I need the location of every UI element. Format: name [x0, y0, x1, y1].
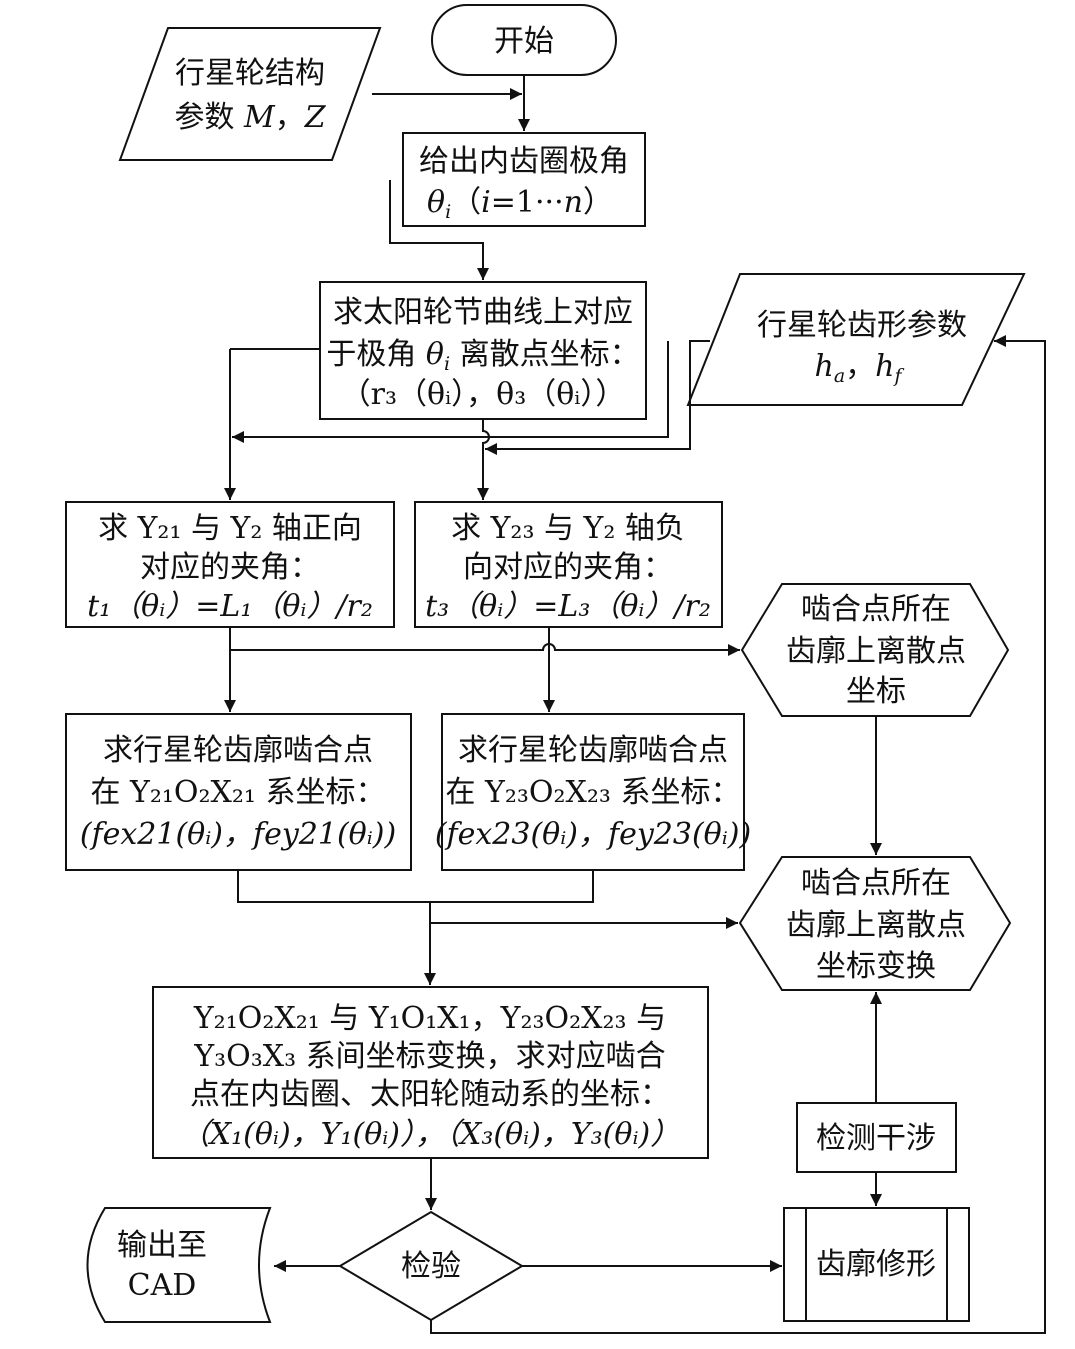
svg-text:θi（i=1···n）: θi（i=1···n） — [427, 185, 613, 223]
svg-text:坐标变换: 坐标变换 — [816, 949, 936, 984]
angle-y23-node: 求 Y₂₃ 与 Y₂ 轴负 向对应的夹角： t₃（θᵢ）=L₃（θᵢ）/r₂ — [414, 501, 723, 628]
mesh-y23-node: 求行星轮齿廓啮合点 在 Y₂₃O₂X₂₃ 系坐标： (fex23(θᵢ)，fey… — [435, 713, 751, 871]
mesh-point-coords-node: 啮合点所在 齿廓上离散点 坐标 — [740, 583, 1010, 717]
svg-text:(fex21(θᵢ)，fey21(θᵢ)): (fex21(θᵢ)，fey21(θᵢ)) — [80, 817, 396, 852]
coordinate-transform-node: Y₂₁O₂X₂₁ 与 Y₁O₁X₁，Y₂₃O₂X₂₃ 与 Y₃O₃X₃ 系间坐标… — [152, 986, 709, 1159]
svg-text:CAD: CAD — [128, 1268, 197, 1303]
ring-polar-angle-node: 给出内齿圈极角 θi（i=1···n） — [402, 132, 646, 227]
arrow-tooth-params-to-angle21 — [232, 341, 669, 443]
planet-tooth-params-node: 行星轮齿形参数 ha，hf — [686, 273, 1026, 406]
svg-text:对应的夹角：: 对应的夹角： — [140, 550, 320, 585]
svg-text:检测干涉: 检测干涉 — [816, 1121, 936, 1156]
angle-y21-node: 求 Y₂₁ 与 Y₂ 轴正向 对应的夹角： t₁（θᵢ）=L₁（θᵢ）/r₂ — [65, 501, 395, 628]
svg-text:求太阳轮节曲线上对应: 求太阳轮节曲线上对应 — [333, 295, 633, 330]
sun-pitch-curve-coords-node: 求太阳轮节曲线上对应 于极角 θi 离散点坐标： （r₃（θᵢ），θ₃（θᵢ）） — [319, 281, 647, 420]
mesh-y21-node: 求行星轮齿廓啮合点 在 Y₂₁O₂X₂₁ 系坐标： (fex21(θᵢ)，fey… — [65, 713, 412, 871]
arrow-ring-angle-to-sun-coords — [389, 180, 489, 280]
detect-interference-node: 检测干涉 — [796, 1102, 957, 1173]
output-to-cad-node: 输出至 CAD — [86, 1207, 272, 1323]
svg-text:求行星轮齿廓啮合点: 求行星轮齿廓啮合点 — [458, 733, 728, 768]
svg-text:于极角 θi 离散点坐标：: 于极角 θi 离散点坐标： — [326, 337, 639, 375]
svg-text:齿廓上离散点: 齿廓上离散点 — [786, 634, 966, 669]
svg-text:求 Y₂₁ 与 Y₂ 轴正向: 求 Y₂₁ 与 Y₂ 轴正向 — [98, 511, 362, 546]
svg-text:啮合点所在: 啮合点所在 — [801, 592, 951, 627]
svg-text:输出至: 输出至 — [117, 1228, 207, 1263]
arrow-mesh-join — [237, 870, 594, 903]
svg-text:行星轮齿形参数: 行星轮齿形参数 — [757, 308, 967, 343]
svg-text:在 Y₂₃O₂X₂₃ 系坐标：: 在 Y₂₃O₂X₂₃ 系坐标： — [446, 775, 741, 810]
tooth-modification-node: 齿廓修形 — [783, 1207, 970, 1322]
connectors — [224, 75, 1046, 1334]
planet-structure-params-node: 行星轮结构 参数 M，Z — [118, 27, 382, 161]
mesh-coords-transform-node: 啮合点所在 齿廓上离散点 坐标变换 — [738, 856, 1012, 991]
svg-text:参数 M，Z: 参数 M，Z — [174, 100, 326, 135]
svg-text:点在内齿圈、太阳轮随动系的坐标：: 点在内齿圈、太阳轮随动系的坐标： — [190, 1077, 670, 1112]
check-decision-node: 检验 — [338, 1210, 524, 1322]
svg-text:齿廓修形: 齿廓修形 — [816, 1247, 936, 1282]
svg-text:向对应的夹角：: 向对应的夹角： — [463, 550, 673, 585]
svg-text:齿廓上离散点: 齿廓上离散点 — [786, 908, 966, 943]
start-node: 开始 — [431, 4, 617, 76]
arrow-tooth-params-to-angle23 — [485, 340, 710, 455]
svg-text:在 Y₂₁O₂X₂₁ 系坐标：: 在 Y₂₁O₂X₂₁ 系坐标： — [91, 775, 386, 810]
svg-text:求行星轮齿廓啮合点: 求行星轮齿廓啮合点 — [103, 733, 373, 768]
svg-text:检验: 检验 — [401, 1249, 461, 1284]
svg-text:t₁（θᵢ）=L₁（θᵢ）/r₂: t₁（θᵢ）=L₁（θᵢ）/r₂ — [87, 589, 373, 624]
svg-text:给出内齿圈极角: 给出内齿圈极角 — [419, 144, 629, 179]
svg-text:开始: 开始 — [494, 24, 554, 59]
svg-text:（r₃（θᵢ），θ₃（θᵢ））: （r₃（θᵢ），θ₃（θᵢ）） — [341, 377, 626, 412]
svg-text:坐标: 坐标 — [846, 674, 906, 709]
svg-text:Y₂₁O₂X₂₁ 与 Y₁O₁X₁，Y₂₃O₂X₂₃ 与: Y₂₁O₂X₂₁ 与 Y₁O₁X₁，Y₂₃O₂X₂₃ 与 — [193, 1001, 666, 1036]
svg-text:(fex23(θᵢ)，fey23(θᵢ)): (fex23(θᵢ)，fey23(θᵢ)) — [435, 817, 751, 852]
svg-text:ha，hf: ha，hf — [814, 349, 904, 387]
arrow-angle-bus-to-mesh-coords — [230, 643, 740, 656]
arrow-feedback-to-tooth-params — [430, 335, 1046, 1334]
svg-text:（X₁(θᵢ)，Y₁(θᵢ)），（X₃(θᵢ)，Y₃(θᵢ): （X₁(θᵢ)，Y₁(θᵢ)），（X₃(θᵢ)，Y₃(θᵢ)） — [180, 1117, 680, 1152]
svg-text:行星轮结构: 行星轮结构 — [175, 56, 325, 91]
svg-text:Y₃O₃X₃ 系间坐标变换，求对应啮合: Y₃O₃X₃ 系间坐标变换，求对应啮合 — [193, 1039, 665, 1074]
svg-text:求 Y₂₃ 与 Y₂ 轴负: 求 Y₂₃ 与 Y₂ 轴负 — [451, 511, 685, 546]
arrow-sun-coords-to-angle23 — [477, 419, 490, 500]
svg-text:啮合点所在: 啮合点所在 — [801, 866, 951, 901]
svg-text:t₃（θᵢ）=L₃（θᵢ）/r₂: t₃（θᵢ）=L₃（θᵢ）/r₂ — [425, 589, 711, 624]
